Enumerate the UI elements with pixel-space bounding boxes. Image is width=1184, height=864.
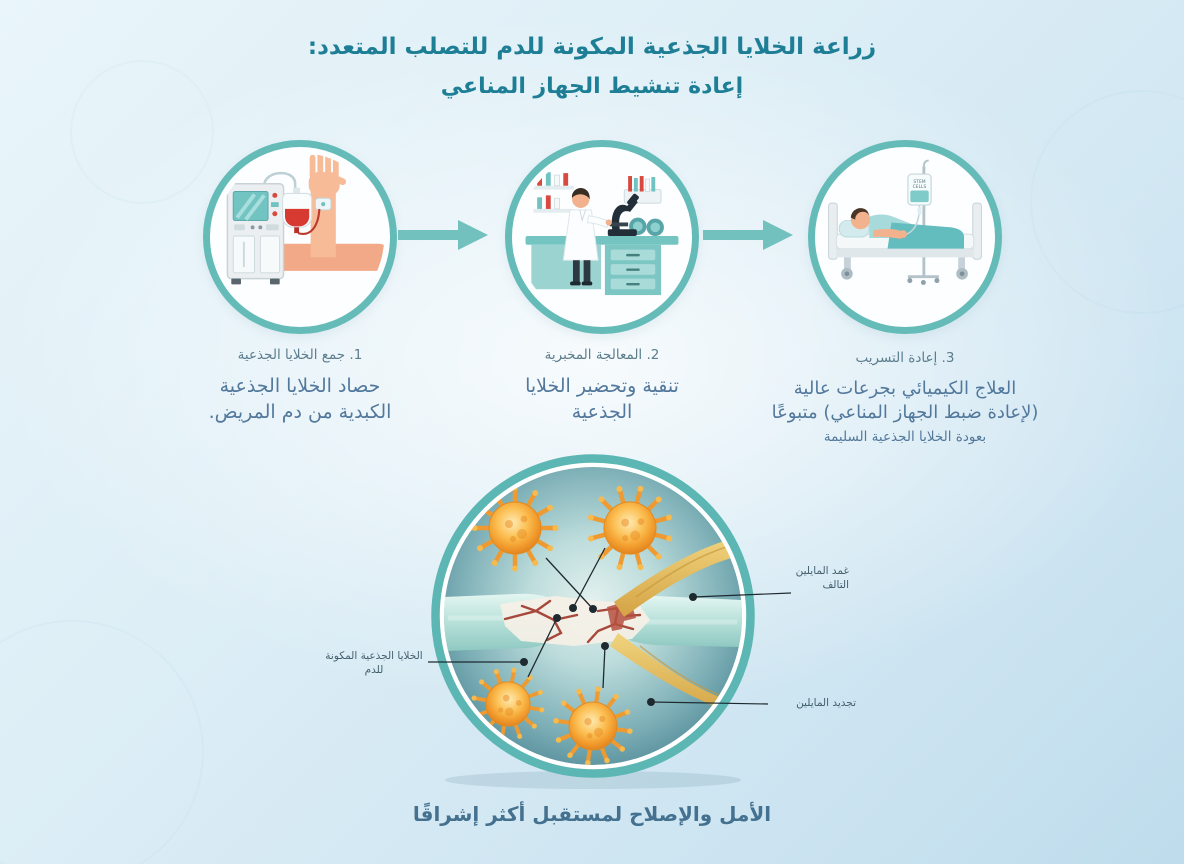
arrow-right-icon [396,213,492,261]
background-ring-decor [70,60,214,204]
page-title-line-1: زراعة الخلايا الجذعية المكونة للدم للتصل… [307,34,877,60]
patient-bed-illustration: STEM CELLS [828,159,982,285]
label-stem-cells-line: الخلايا الجذعية المكونة [325,650,423,662]
label-damaged-myelin-sheath: غمد المايلين التالف [793,564,849,592]
step-2-laboratory-circle [505,140,699,334]
iv-bag-text-line-2: CELLS [913,184,927,190]
step-1-heading: 1. جمع الخلايا الجذعية [237,347,363,363]
step-3-body-line: (لإعادة ضبط الجهاز المناعي) متبوعًا [771,402,1039,424]
apheresis-machine-illustration [226,152,385,285]
arrow-right-icon [701,213,797,261]
background-ring-decor [1030,90,1184,314]
step-1-body-line: حصاد الخلايا الجذعية [219,375,381,397]
label-myelin-renewal: تجديد المايلين [796,697,856,709]
step-2-heading: 2. المعالجة المخبرية [544,347,660,363]
step-1-body-line: الكبدية من دم المريض. [208,400,392,423]
damaged-nerve-myelin-stem-cells-illustration [428,454,792,789]
step-1-collection-circle [203,140,397,334]
nerve-repair-diagram [0,450,1184,835]
footer-slogan: الأمل والإصلاح لمستقبل أكثر إشراقًا [412,802,772,826]
label-hematopoietic-stem-cells: الخلايا الجذعية المكونة للدم [322,649,426,677]
label-damaged-myelin-line: غمد المايلين [795,565,849,577]
step-3-caption: 3. إعادة التسريب العلاج الكيميائي بجرعات… [745,350,1065,445]
step-3-body-small-line: بعودة الخلايا الجذعية السليمة [823,428,987,445]
step-2-body-line: تنقية وتحضير الخلايا [525,375,679,397]
laboratory-illustration [525,172,679,296]
step-3-body-line: العلاج الكيميائي بجرعات عالية [793,378,1017,399]
label-stem-cells-line: للدم [364,664,384,676]
iv-bag-text-line-1: STEM [913,179,925,185]
step-2-body-line: الجذعية [571,400,633,423]
page-title-line-2: إعادة تنشيط الجهاز المناعي [440,74,744,99]
label-damaged-myelin-line: التالف [822,579,849,591]
step-3-heading: 3. إعادة التسريب [855,350,955,366]
step-3-infusion-circle: STEM CELLS [808,140,1002,334]
step-2-caption: 2. المعالجة المخبرية تنقية وتحضير الخلاي… [442,347,762,425]
step-1-caption: 1. جمع الخلايا الجذعية حصاد الخلايا الجذ… [140,347,460,425]
